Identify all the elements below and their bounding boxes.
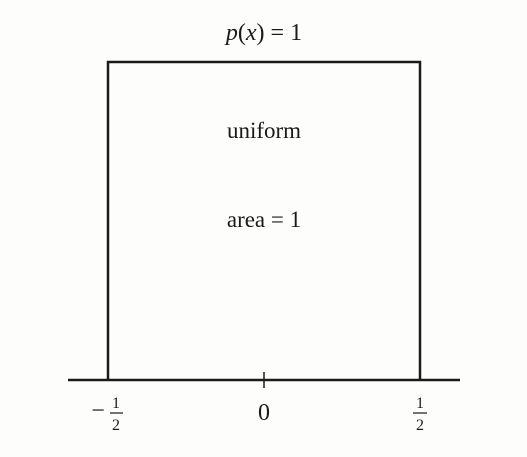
density-rectangle [106,60,422,380]
density-open-paren: ( [238,20,246,46]
tick-label-left: − 1 2 [91,395,123,434]
tick-label-right: 1 2 [413,395,427,434]
tick-left-denominator: 2 [112,417,120,434]
tick-right-denominator: 2 [416,417,424,434]
density-label: p(x) = 1 [224,20,302,46]
tick-label-center: 0 [258,400,270,426]
tick-left-numerator: 1 [112,395,120,412]
density-var: x [245,20,257,46]
tick-left-sign: − [91,398,105,424]
tick-right-numerator: 1 [416,395,424,412]
density-equals-value: = 1 [265,20,303,46]
density-close-paren: ) [257,20,265,46]
area-label: area = 1 [227,207,301,232]
uniform-label: uniform [227,118,301,143]
density-func: p [224,20,238,46]
